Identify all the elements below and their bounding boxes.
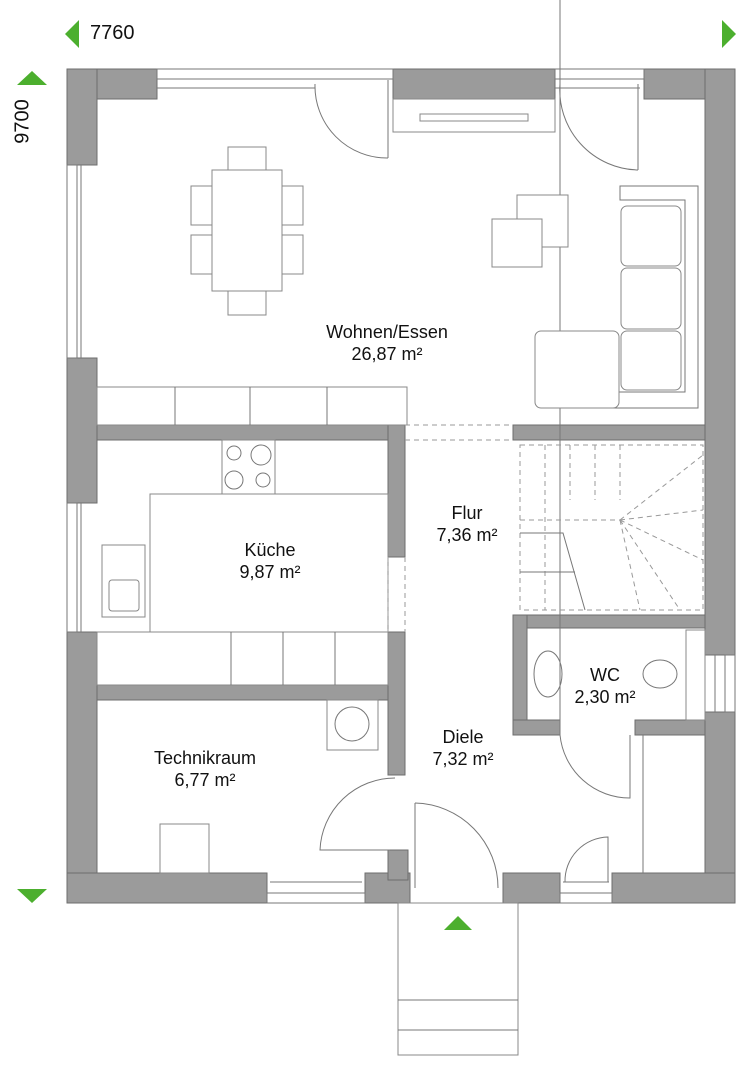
room-name: WC bbox=[590, 665, 620, 685]
arrow-up-icon bbox=[17, 71, 47, 85]
room-name: Wohnen/Essen bbox=[326, 322, 448, 342]
depth-dimension: 9700 bbox=[11, 99, 34, 144]
room-area: 6,77 m² bbox=[174, 770, 236, 790]
furniture bbox=[96, 98, 706, 1056]
arrow-down-icon bbox=[17, 889, 47, 903]
width-dimension: 7760 bbox=[90, 22, 135, 44]
room-name: Küche bbox=[244, 540, 296, 560]
arrow-right-icon bbox=[722, 20, 736, 48]
room-name: Technikraum bbox=[153, 748, 257, 768]
room-area: 7,36 m² bbox=[436, 525, 498, 545]
room-area: 9,87 m² bbox=[239, 562, 301, 582]
room-name: Flur bbox=[451, 503, 483, 523]
room-name: Diele bbox=[442, 727, 484, 747]
arrow-left-icon bbox=[65, 20, 79, 48]
entrance-arrow-icon bbox=[444, 916, 472, 930]
stairs bbox=[387, 424, 704, 632]
windows bbox=[66, 68, 736, 904]
walls bbox=[66, 68, 736, 904]
room-area: 7,32 m² bbox=[432, 749, 494, 769]
room-area: 2,30 m² bbox=[574, 687, 636, 707]
room-area: 26,87 m² bbox=[351, 344, 423, 364]
